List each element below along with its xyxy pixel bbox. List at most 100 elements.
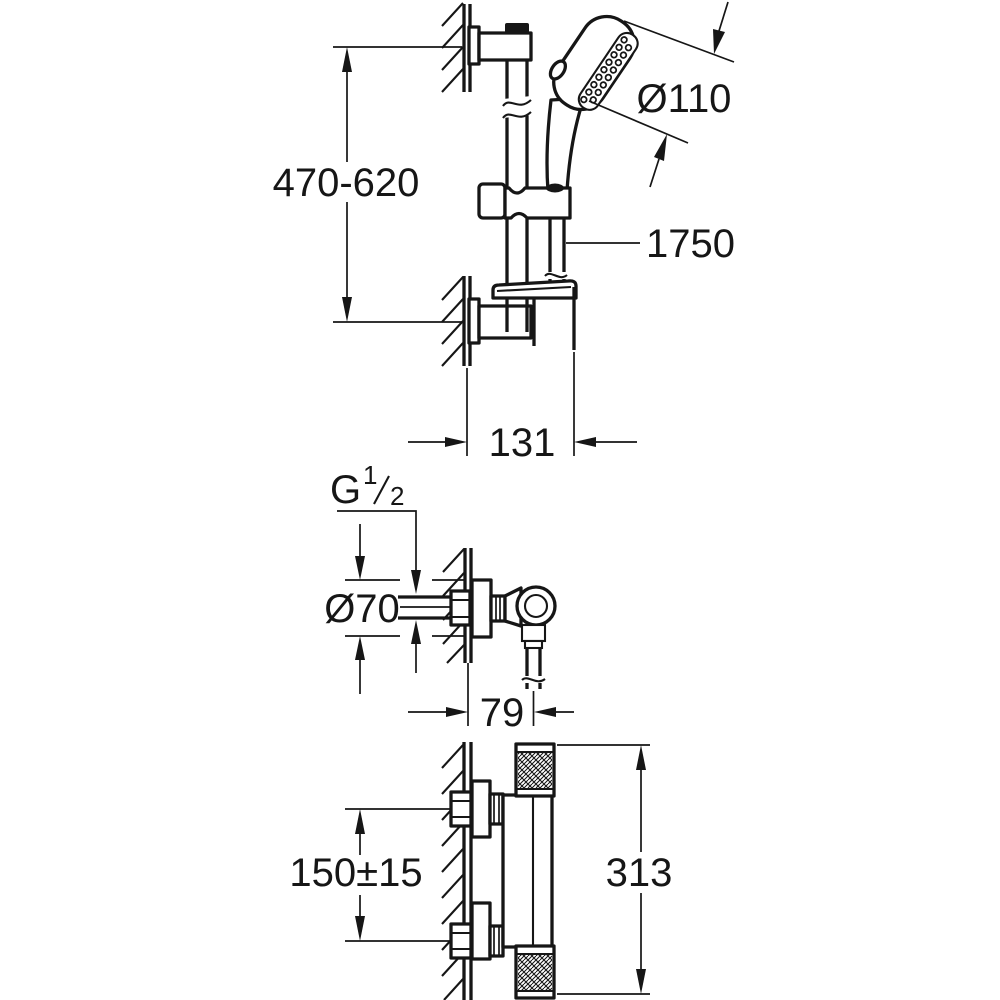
dim-hose-length: 1750: [566, 222, 735, 266]
thread-denominator: 2: [390, 481, 404, 511]
inlet-spacing-label: 150±15: [289, 851, 422, 895]
union-body: [398, 578, 557, 689]
union-escutcheon: [470, 578, 493, 639]
handle-bottom: [514, 944, 556, 1000]
bracket-arm: [477, 304, 533, 340]
thread-arrow-down: [411, 570, 421, 594]
wall-hatching: [441, 2, 464, 93]
hex-union-top: [449, 790, 473, 828]
arrowhead-left: [534, 707, 556, 717]
arrowhead-down: [355, 556, 365, 580]
hex-facets: [451, 598, 470, 619]
wall-section-thermostat: [441, 742, 473, 1000]
escutcheon-top: [470, 779, 492, 839]
arrowhead-up: [355, 636, 365, 660]
pipe-hex-nut: [449, 589, 472, 627]
hand-shower-handle: [545, 96, 586, 193]
handle-bottom-knurl: [518, 955, 552, 990]
extension-line-upper: [623, 20, 735, 63]
handle-top-knurl: [518, 753, 552, 788]
dim-union-depth: 79: [408, 663, 574, 735]
holder-body: [503, 186, 572, 220]
dish-support: [532, 287, 576, 350]
dim-rail-depth: 131: [408, 352, 637, 465]
head-diameter-label: Ø110: [637, 77, 732, 121]
holder-knob: [477, 182, 507, 220]
arrowhead-up: [342, 47, 352, 72]
arrowhead-lower: [654, 134, 667, 161]
arrowhead-up: [355, 809, 365, 834]
thermostat-connections: [449, 779, 505, 961]
union-hose-stub: [525, 683, 542, 689]
handle-seat: [546, 183, 564, 193]
elbow-ball-inner: [523, 593, 549, 619]
rail-end: [505, 306, 529, 332]
arrowhead-down: [636, 969, 646, 994]
diverter-button: [548, 59, 568, 81]
wall-hatching: [441, 276, 464, 367]
view-shower-rail-set: 470-620 Ø110 1750 131: [273, 1, 735, 465]
ribbed-nut-top: [488, 792, 505, 826]
hose-nut-knurled: [520, 623, 547, 643]
arrowhead-right: [446, 707, 468, 717]
dim-overall-height: 313: [557, 744, 673, 995]
arrowhead-down: [355, 916, 365, 941]
ribbed-nut-bottom: [488, 924, 505, 958]
escutcheon-diameter-label: Ø70: [324, 587, 400, 631]
handle-top-bands: [516, 750, 554, 791]
arrowhead-up: [636, 745, 646, 770]
view-wall-union: G 1 2: [324, 460, 574, 735]
wall-hatching: [441, 744, 464, 1000]
rail-lines: [505, 60, 529, 306]
hand-shower-head: [548, 14, 639, 112]
body-outline: [501, 793, 554, 949]
view-thermostat: 150±15 313: [289, 742, 672, 1000]
handle-top: [514, 742, 556, 798]
hose-length-label: 1750: [646, 222, 735, 266]
thread-letter: G: [330, 468, 361, 512]
wall-lines: [462, 742, 473, 1000]
rail-break: [502, 99, 532, 119]
overall-height-label: 313: [606, 851, 673, 895]
rail-depth-label: 131: [489, 421, 556, 465]
hex-union-bottom: [449, 922, 473, 960]
thread-numerator: 1: [363, 460, 377, 490]
nut-ridges-top: [493, 795, 500, 823]
connector-ridges: [495, 597, 501, 620]
dim-rail-height: 470-620: [273, 46, 462, 323]
extension-lines: [345, 579, 464, 637]
rail-break-mask: [503, 96, 531, 118]
ridged-connector: [489, 594, 507, 623]
dim-head-diameter: Ø110: [588, 1, 735, 188]
hose-break: [544, 272, 568, 279]
rail-bottom-bracket: [467, 279, 578, 350]
supply-pipe: [398, 595, 450, 620]
rail-slider-holder: [477, 182, 572, 220]
dim-inlet-spacing: 150±15: [289, 809, 423, 941]
thermostat-body: [501, 742, 556, 1000]
arrowhead-down: [342, 297, 352, 322]
arrowhead-left: [574, 437, 596, 447]
wall-section-lower: [441, 276, 472, 367]
rail-height-label: 470-620: [273, 161, 420, 205]
spray-nozzles: [580, 36, 633, 104]
bracket-cap: [505, 23, 529, 33]
fraction-slash: [373, 475, 390, 505]
union-hose-break: [521, 677, 546, 683]
handle-bottom-bands: [516, 952, 554, 993]
union-hose: [525, 648, 542, 676]
escutcheon-bottom: [470, 901, 492, 961]
elbow-ball: [515, 585, 557, 627]
dim-escutcheon-diameter: Ø70: [324, 524, 464, 694]
nut-ridges-bottom: [493, 927, 500, 955]
hex-facets-bottom: [451, 931, 471, 951]
arrowhead-right: [445, 437, 467, 447]
inlet-centerlines: [345, 808, 470, 942]
hose-nut-band: [523, 639, 544, 650]
thread-arrow-up: [411, 620, 421, 644]
hex-facets-top: [451, 799, 471, 819]
arrow-tail-lower: [649, 158, 660, 188]
rail-top-bracket: [467, 23, 533, 66]
arrowhead-upper: [713, 29, 725, 54]
